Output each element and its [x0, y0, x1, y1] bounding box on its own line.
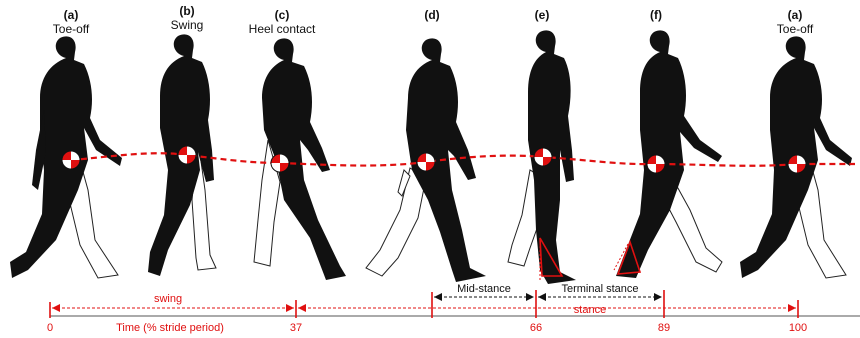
com-marker [417, 153, 435, 171]
walker-figure-c [254, 38, 346, 280]
tick-label-0: 0 [47, 322, 53, 334]
tick-label-37: 37 [290, 322, 302, 334]
time-axis-title: Time (% stride period) [116, 322, 224, 334]
terminal-stance-label: Terminal stance [561, 283, 638, 295]
tick-label-100: 100 [789, 322, 807, 334]
mid-stance-label: Mid-stance [457, 283, 511, 295]
swing-label: swing [154, 293, 182, 305]
com-marker [534, 148, 552, 166]
com-marker [62, 151, 80, 169]
stance-label: stance [574, 304, 606, 316]
com-marker [178, 146, 196, 164]
com-marker [788, 155, 806, 173]
tick-label-66: 66 [530, 322, 542, 334]
com-marker [647, 155, 665, 173]
walker-figure-f [614, 30, 722, 278]
gait-timeline: swing stance Mid-stance Terminal stance … [47, 283, 860, 334]
tick-label-89: 89 [658, 322, 670, 334]
com-marker [271, 154, 289, 172]
